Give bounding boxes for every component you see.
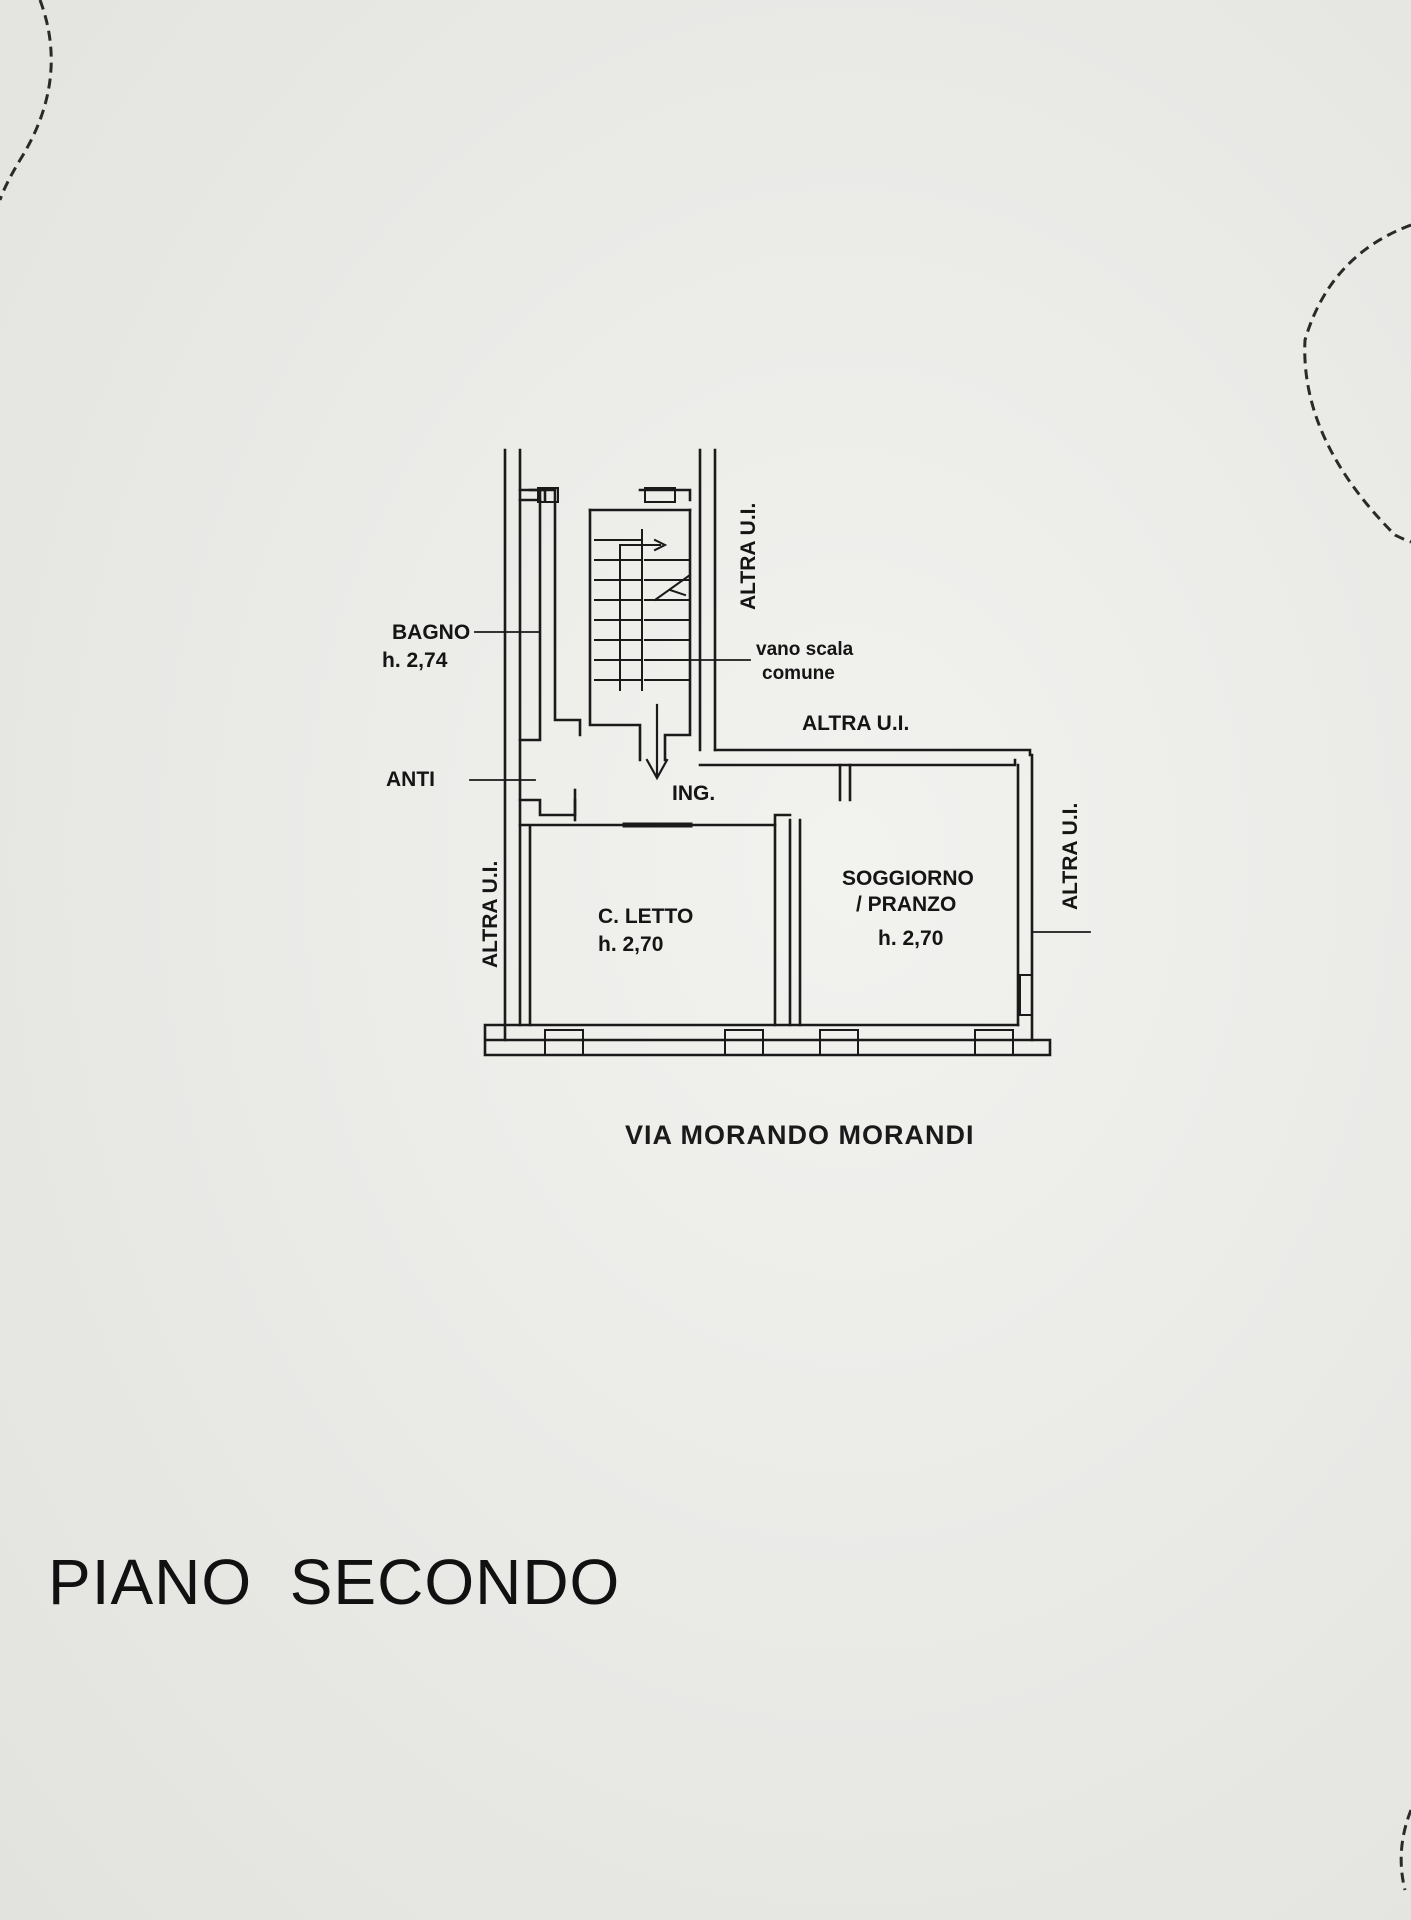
entry-arrow [645, 703, 669, 781]
street-name: VIA MORANDO MORANDI [625, 1120, 975, 1150]
staircase [594, 529, 692, 691]
upper-wall [698, 748, 1032, 767]
bagno-stair-partition [518, 488, 542, 742]
anti-label: ANTI [386, 768, 435, 791]
bedroom-living-partition [788, 818, 802, 1027]
soggiorno-label: SOGGIORNO [842, 867, 974, 890]
stair-right-wall [698, 448, 717, 752]
stair-inner-left [588, 508, 642, 762]
soggiorno-height: h. 2,70 [878, 927, 944, 950]
neighbour-left: ALTRA U.I. [479, 860, 502, 968]
ingresso-label: ING. [672, 782, 716, 805]
windows [537, 487, 1033, 1056]
stair-inner-right [663, 508, 692, 762]
bagno-label: BAGNO [392, 621, 471, 644]
left-outer-wall [503, 448, 522, 1042]
neighbour-top-right: ALTRA U.I. [737, 502, 760, 610]
vano-scala-label: vano scala [756, 639, 854, 660]
camera-height: h. 2,70 [598, 933, 664, 956]
bagno-height: h. 2,74 [382, 649, 448, 672]
soggiorno-label-2: / PRANZO [856, 893, 957, 916]
street-wall [483, 1023, 1052, 1057]
camera-label: C. LETTO [598, 905, 694, 928]
neighbour-right: ALTRA U.I. [1059, 802, 1082, 910]
vano-scala-label-2: comune [762, 663, 835, 684]
floor-title: PIANO SECONDO [48, 1546, 621, 1618]
neighbour-middle: ALTRA U.I. [802, 712, 910, 735]
